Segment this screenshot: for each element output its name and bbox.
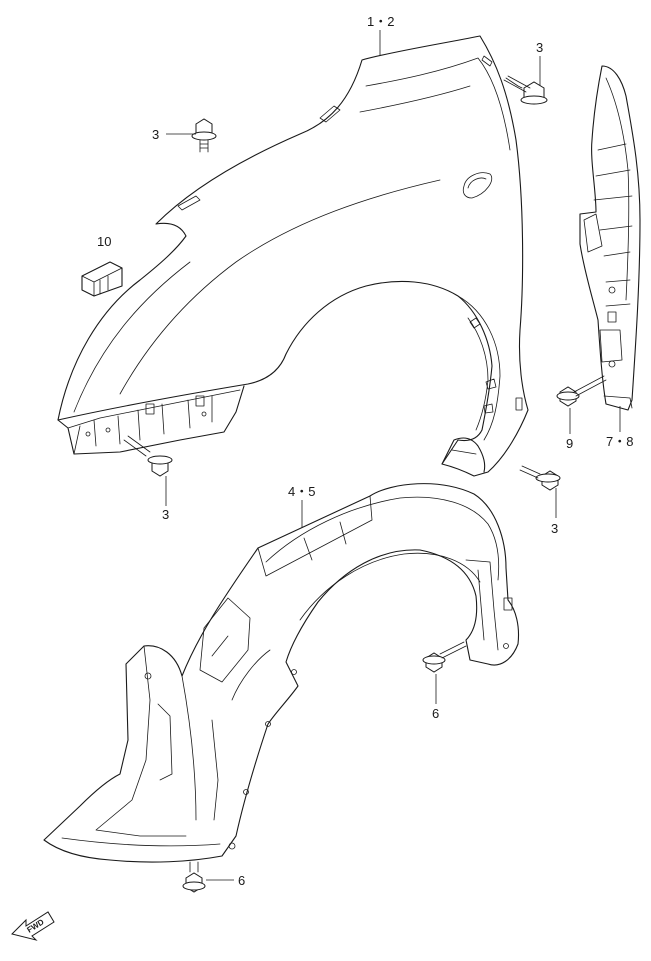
liner-screw-mid: [422, 641, 467, 673]
fender-bolt-lower: [123, 435, 173, 477]
fender-bolt-rear: [519, 465, 561, 491]
callout-liner-screw-bottom: 6: [238, 873, 245, 888]
callout-fender: 1・2: [367, 14, 394, 29]
fender-bracket: [579, 65, 641, 411]
callout-bracket-bolt: 9: [566, 436, 573, 451]
liner-screw-bottom: [182, 861, 206, 893]
callout-bolt-fender-lower: 3: [162, 507, 169, 522]
callout-liner: 4・5: [288, 484, 315, 499]
fender-liner: [43, 483, 520, 863]
fender-clip: [81, 261, 123, 297]
fender-bolt-upper: [191, 118, 217, 153]
callout-bracket: 7・8: [606, 434, 633, 449]
leader-lines: [165, 30, 621, 881]
callout-bolt-fender-upper: 3: [152, 127, 159, 142]
front-fender: [57, 35, 529, 477]
callout-liner-screw-mid: 6: [432, 706, 439, 721]
fwd-direction-arrow: FWD: [11, 911, 55, 941]
callout-clip: 10: [97, 234, 111, 249]
bracket-bolt: [556, 375, 607, 407]
fender-bolt-top: [503, 75, 548, 105]
callouts: 1・2 3 3 10 3 3 9 7・8 4・5 6 6: [97, 14, 633, 888]
callout-bolt-fender-rear: 3: [551, 521, 558, 536]
callout-bolt-fender-top: 3: [536, 40, 543, 55]
